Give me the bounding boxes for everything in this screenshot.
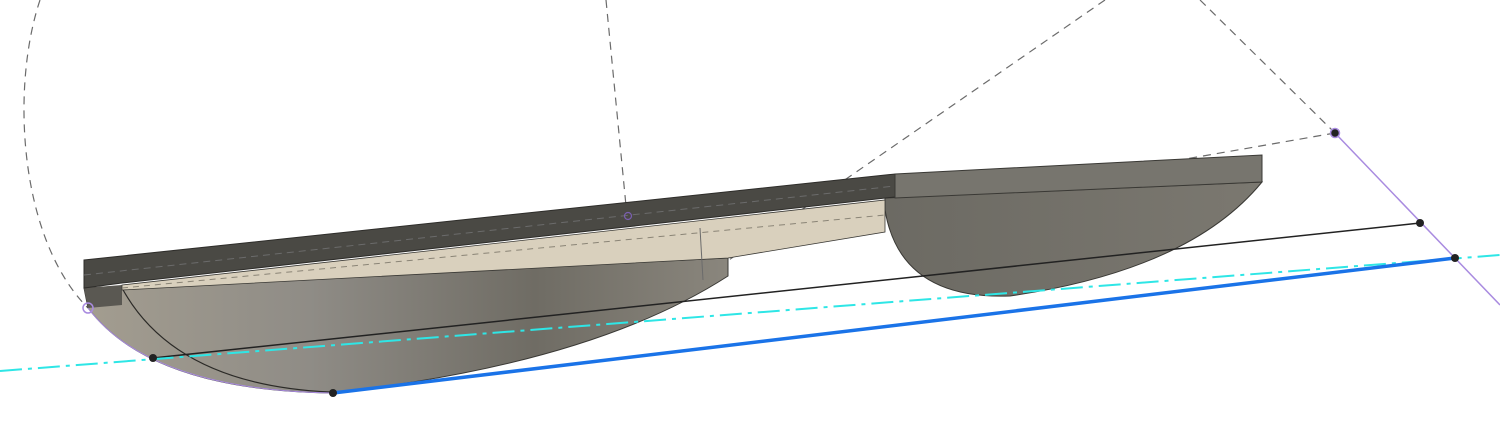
sketch-point[interactable] <box>1329 127 1341 139</box>
sketch-point[interactable] <box>1451 254 1459 262</box>
left-bowl-rim <box>84 285 122 308</box>
centerline[interactable] <box>0 254 1500 372</box>
selected-line[interactable] <box>332 256 1456 395</box>
construction-line-3[interactable] <box>1179 132 1336 161</box>
left-bowl-inner-edge <box>121 287 331 393</box>
construction-arc[interactable] <box>23 0 89 309</box>
sketch-point[interactable] <box>1416 219 1424 227</box>
plate-underside[interactable] <box>121 199 886 291</box>
right-bowl-body[interactable] <box>884 181 1264 297</box>
construction-diagonal-line-2[interactable] <box>1199 0 1336 134</box>
constraint-line[interactable] <box>1334 132 1500 306</box>
plate-right-face[interactable] <box>894 154 1263 199</box>
hidden-edge <box>121 214 886 289</box>
sketch-line[interactable] <box>152 222 1421 359</box>
bowl-outline-arc <box>87 307 334 394</box>
construction-vertical-line[interactable] <box>605 0 628 217</box>
origin-point[interactable] <box>82 302 94 314</box>
sketch-point[interactable] <box>329 389 337 397</box>
center-point[interactable] <box>623 211 633 221</box>
hidden-edge-vertical <box>699 227 704 281</box>
plate-top-face[interactable] <box>83 173 896 289</box>
plate-hidden-edge <box>83 185 896 276</box>
sketch-point[interactable] <box>149 354 157 362</box>
